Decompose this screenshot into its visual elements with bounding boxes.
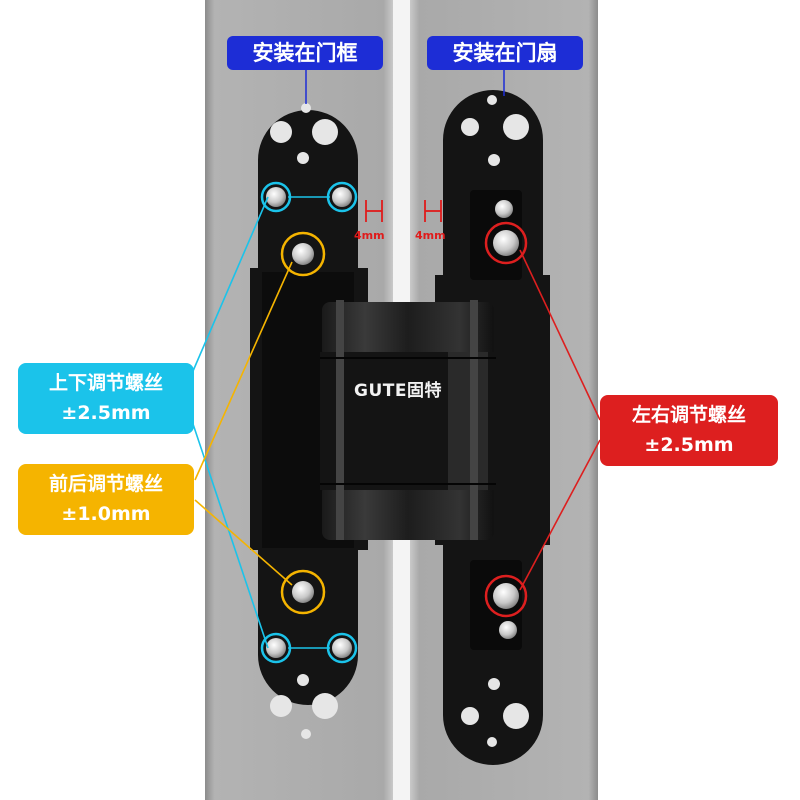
- lateral-adjust-title: 左右调节螺丝: [631, 404, 746, 426]
- vertical-adjust-value: ±2.5mm: [61, 402, 151, 424]
- lateral-screw-ring: [484, 221, 528, 265]
- vertical-screw-line-bottom: [189, 414, 269, 649]
- depth-adjust-value: ±1.0mm: [61, 503, 151, 525]
- lateral-screw-line-bottom: [519, 439, 601, 591]
- left-hinge-plate: [250, 103, 368, 739]
- vertical-adjust-callout: 上下调节螺丝 ±2.5mm: [18, 363, 194, 434]
- leaf-mount-label: 安装在门扇: [427, 36, 583, 70]
- vertical-adjust-title: 上下调节螺丝: [48, 372, 163, 394]
- depth-screw-line-bottom: [194, 499, 293, 586]
- lateral-screw-line-top: [519, 249, 601, 421]
- vertical-screw-ring: [326, 181, 358, 213]
- lateral-adjust-value: ±2.5mm: [644, 434, 734, 456]
- right-gap-label: 4mm: [415, 229, 446, 242]
- gap-markers: [365, 200, 442, 222]
- vertical-screw-ring: [260, 632, 292, 664]
- depth-screw-ring: [280, 569, 326, 615]
- hinge-knuckle: [320, 300, 496, 540]
- vertical-screw-ring: [326, 632, 358, 664]
- lateral-adjust-callout: 左右调节螺丝 ±2.5mm: [600, 395, 778, 466]
- frame-mount-label: 安装在门框: [227, 36, 383, 70]
- vertical-screw-line-top: [189, 196, 269, 379]
- lateral-screw-ring: [484, 574, 528, 618]
- depth-adjust-title: 前后调节螺丝: [48, 473, 163, 495]
- brand-logo: GUTE固特: [354, 381, 442, 401]
- depth-screw-ring: [280, 231, 326, 277]
- vertical-screw-ring: [260, 181, 292, 213]
- depth-adjust-callout: 前后调节螺丝 ±1.0mm: [18, 464, 194, 535]
- depth-screw-line-top: [194, 261, 293, 481]
- left-gap-label: 4mm: [354, 229, 385, 242]
